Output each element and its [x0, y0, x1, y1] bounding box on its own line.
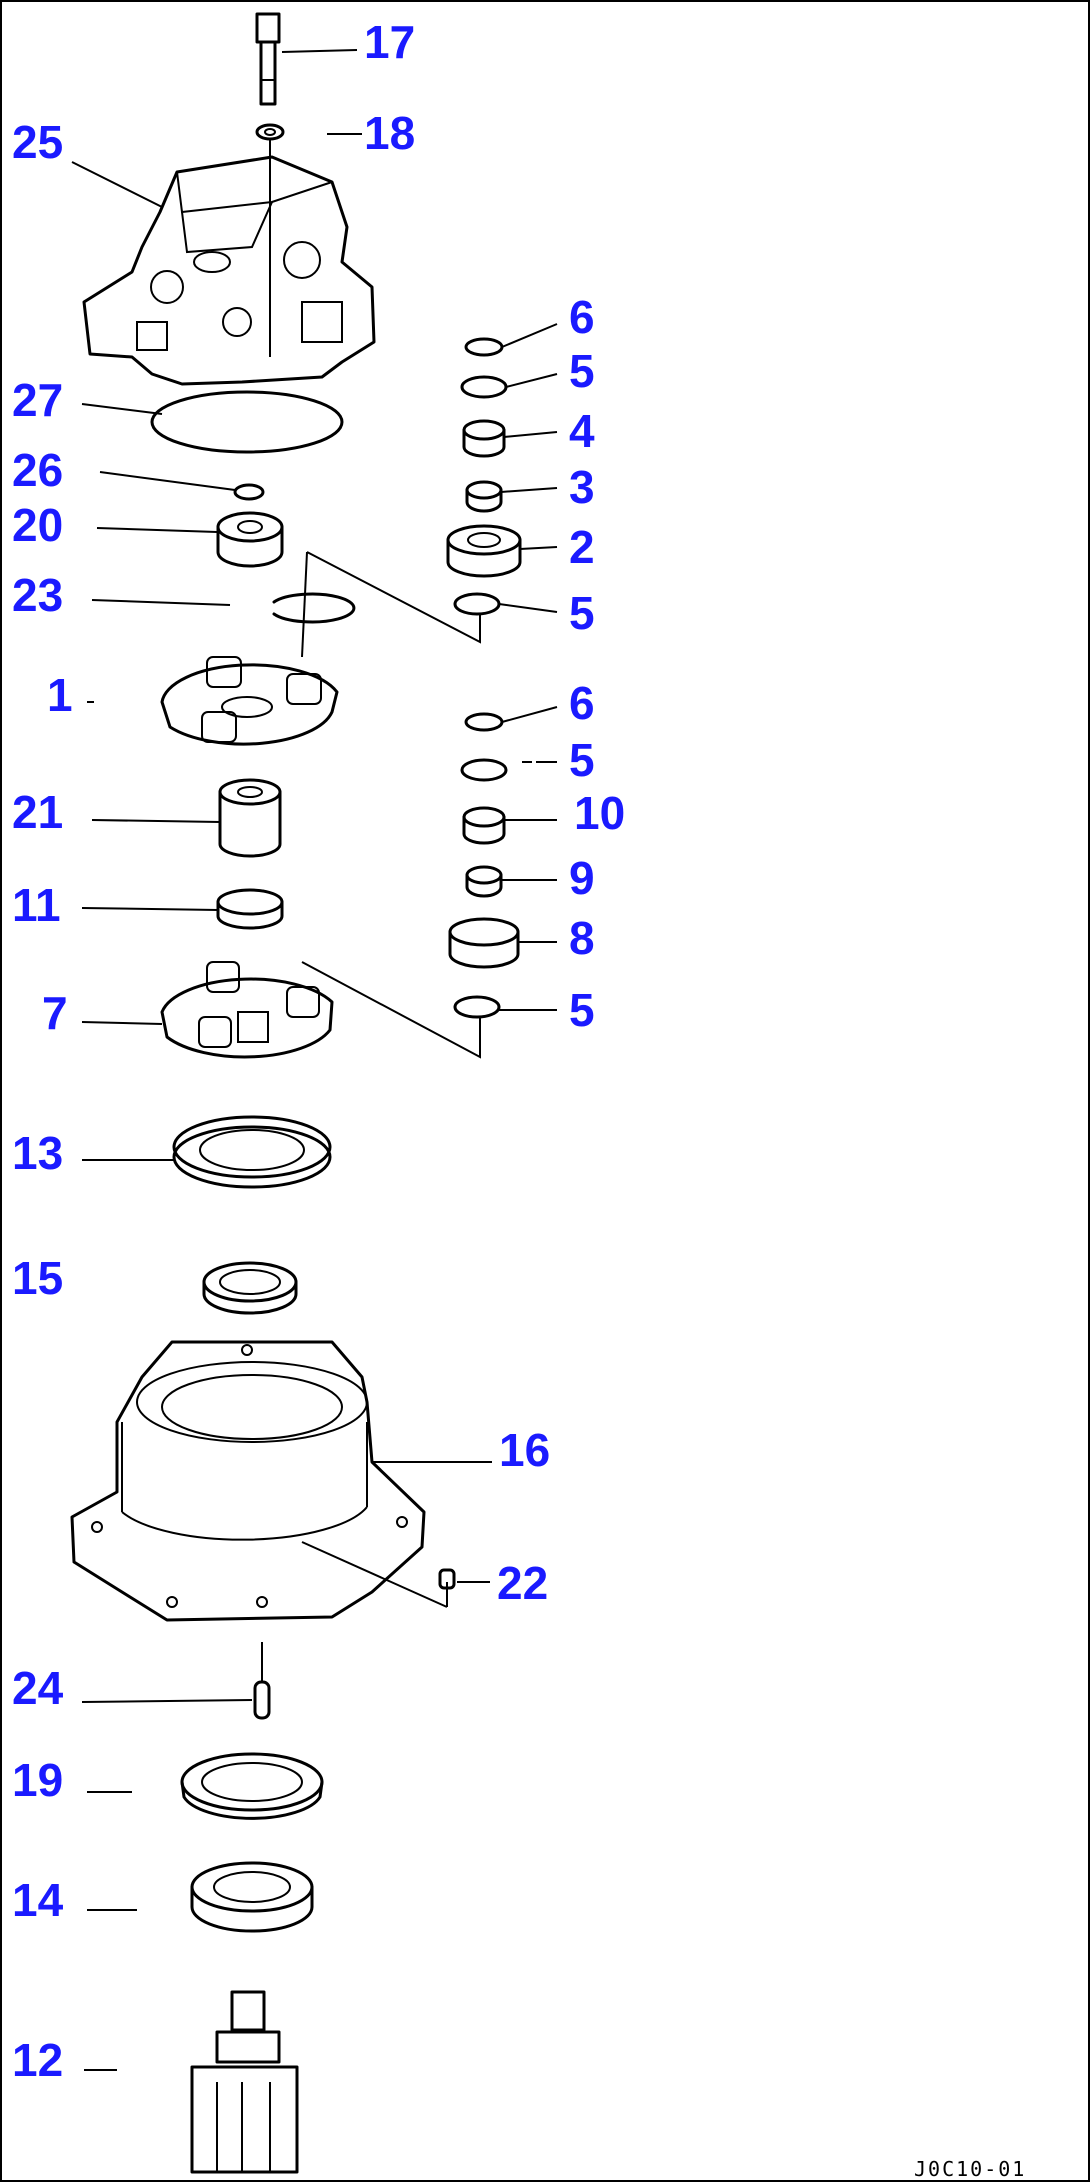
part-24-pin: [253, 1642, 271, 1720]
part-23-snap-ring: [272, 592, 356, 624]
callout-12: 12: [12, 2034, 64, 2086]
callout-10: 10: [574, 787, 626, 839]
part-27-o-ring: [150, 390, 344, 454]
callout-27: 27: [12, 374, 64, 426]
part-5-washer-2: [460, 758, 508, 782]
part-1-carrier: [160, 551, 339, 746]
part-5-washer-lower: [453, 592, 501, 616]
callout-26: 26: [12, 444, 64, 496]
part-5-washer: [460, 375, 508, 399]
part-6-snap-ring-2: [464, 712, 504, 732]
part-6-snap-ring: [464, 337, 504, 357]
callout-23: 23: [12, 569, 64, 621]
callout-20: 20: [12, 499, 64, 551]
callout-14: 14: [12, 1874, 64, 1926]
part-10-needle-bearing: [462, 806, 506, 845]
assembly-line-1: [306, 551, 481, 644]
part-18-washer: [255, 123, 285, 141]
callout-6-lower: 6: [569, 677, 595, 729]
part-20-sun-gear: [216, 511, 284, 568]
part-19-dust-seal: [180, 1752, 324, 1820]
assembly-line-2: [301, 961, 481, 1059]
part-17-bolt: [255, 12, 281, 106]
callout-13: 13: [12, 1127, 64, 1179]
callout-9: 9: [569, 852, 595, 904]
callout-3: 3: [569, 461, 595, 513]
callout-2: 2: [569, 521, 595, 573]
part-7-carrier: [160, 961, 334, 1059]
part-9-bushing: [465, 865, 503, 898]
callout-15: 15: [12, 1252, 64, 1304]
part-2-planet-gear: [446, 524, 522, 578]
drawing-code: J0C10-01: [914, 2157, 1027, 2181]
callout-5-bottom: 5: [569, 984, 595, 1036]
callout-17: 17: [364, 16, 416, 68]
callout-5-lower: 5: [569, 734, 595, 786]
callout-18: 18: [364, 107, 416, 159]
part-4-needle-bearing: [462, 419, 506, 458]
part-13-bearing: [172, 1115, 332, 1189]
part-5-washer-3: [453, 995, 501, 1019]
part-16-case: [70, 1340, 448, 1622]
part-22-plug: [438, 1568, 456, 1590]
leader-lines: [71, 49, 558, 2071]
part-15-oil-seal: [202, 1261, 298, 1315]
callout-6-upper: 6: [569, 291, 595, 343]
callout-24: 24: [12, 1662, 64, 1714]
part-14-bearing: [190, 1861, 314, 1933]
part-21-sun-gear: [218, 778, 282, 858]
callout-16: 16: [499, 1424, 551, 1476]
part-11-thrust-ring: [216, 888, 284, 930]
callout-4: 4: [569, 405, 595, 457]
callout-25: 25: [12, 116, 64, 168]
callout-19: 19: [12, 1754, 64, 1806]
callout-5-mid: 5: [569, 587, 595, 639]
callout-5-upper: 5: [569, 345, 595, 397]
part-12-shaft: [190, 1990, 299, 2174]
part-3-bushing: [465, 480, 503, 513]
callout-8: 8: [569, 912, 595, 964]
part-8-planet-gear: [448, 917, 520, 969]
part-26-ring: [233, 483, 265, 501]
callout-7: 7: [42, 987, 68, 1039]
callout-22: 22: [497, 1557, 549, 1609]
callout-11: 11: [12, 879, 61, 931]
callout-1: 1: [47, 669, 73, 721]
part-25-motor-housing: [82, 140, 376, 386]
callout-21: 21: [12, 786, 64, 838]
